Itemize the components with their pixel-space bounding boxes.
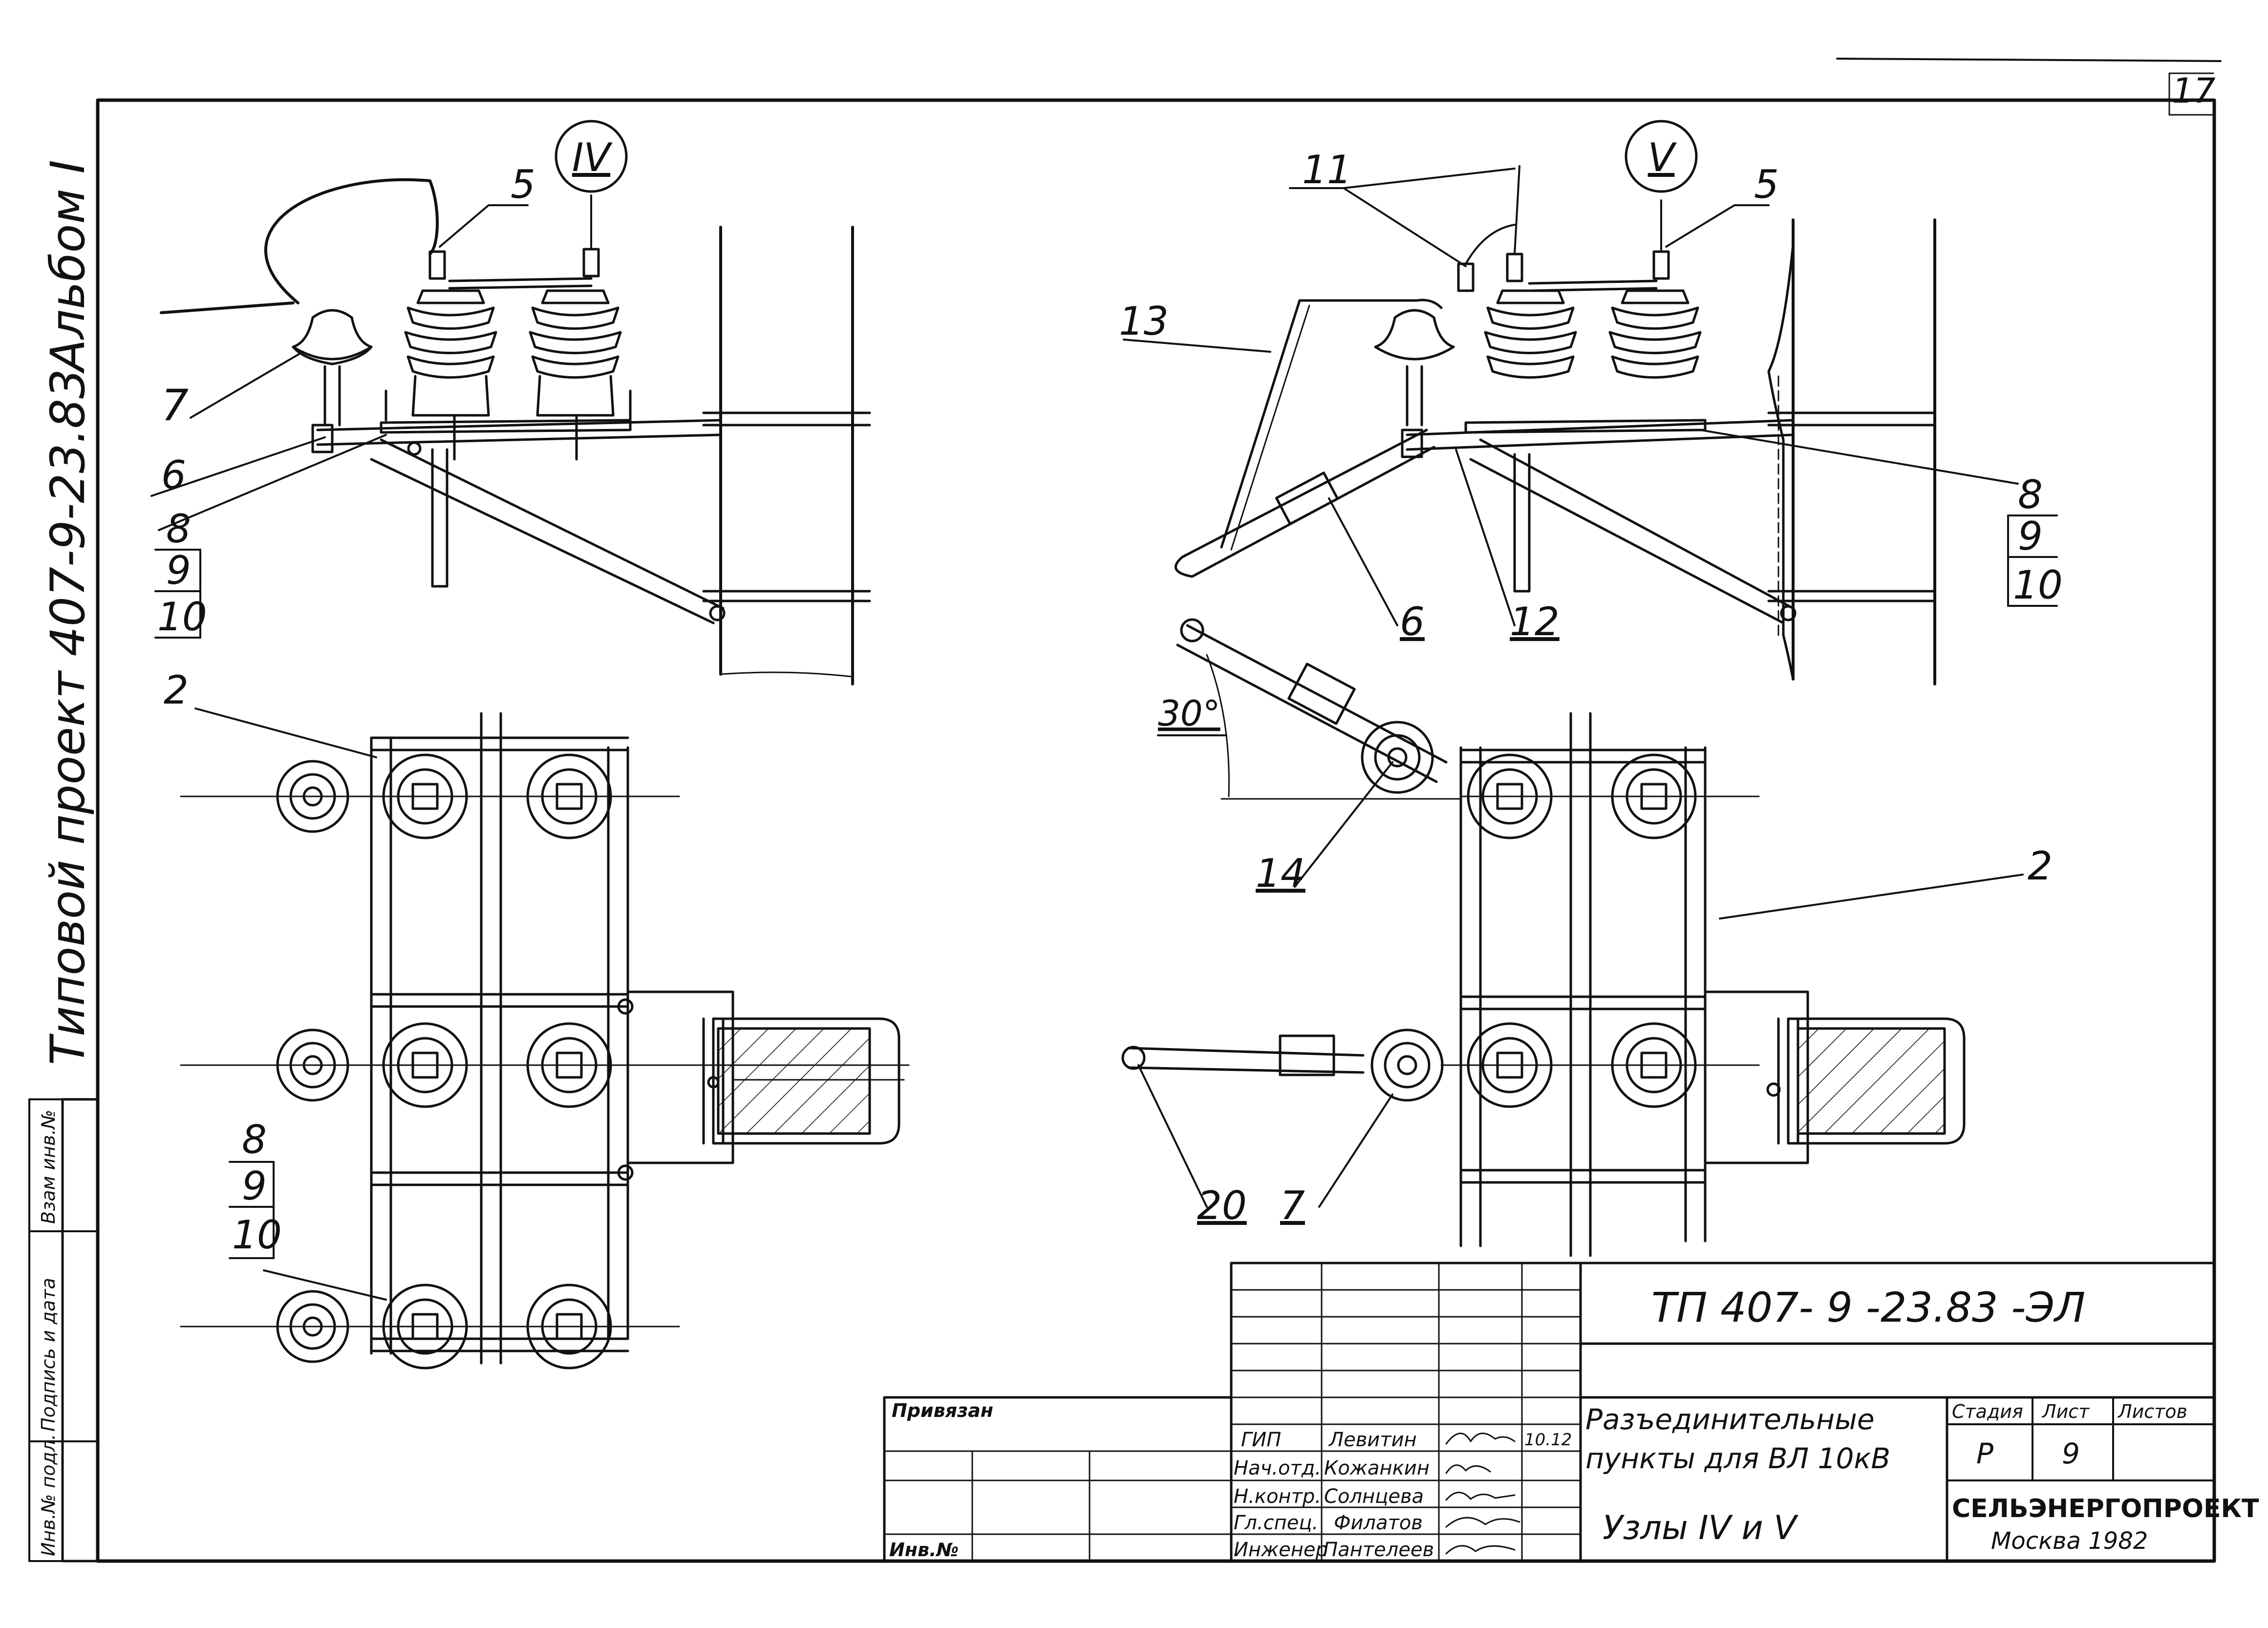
node-v-marker-circle	[1625, 120, 1698, 193]
node-iv-elevation	[160, 178, 871, 685]
iv-plan-label-2: 2	[164, 667, 189, 713]
title-block-grid	[883, 1262, 2216, 1563]
stage-value: Р	[1976, 1437, 1993, 1470]
doc-code: ТП 407- 9 -23.83 -ЭЛ	[1651, 1284, 2085, 1331]
stage-header: Стадия	[1952, 1401, 2023, 1422]
name-panteleev: Пантелеев	[1323, 1539, 1434, 1561]
left-margin-text: Типовой проект 407-9-23.83 Альбом I	[41, 160, 95, 1065]
iv-label-boxes	[154, 549, 201, 639]
iv-plan-label-9: 9	[242, 1163, 267, 1209]
title-subtitle: Узлы IV и V	[1603, 1509, 1798, 1547]
project-caption: Типовой проект 407-9-23.83	[41, 369, 95, 1065]
v-label-20: 20	[1197, 1183, 1247, 1228]
v-label-5: 5	[1754, 162, 1779, 207]
v-label-14: 14	[1256, 851, 1305, 896]
iv-label-6: 6	[161, 452, 186, 498]
sheets-header: Листов	[2117, 1401, 2187, 1422]
v-label-11: 11	[1302, 147, 1352, 193]
v-label-13: 13	[1119, 299, 1169, 344]
node-iv-marker-circle	[555, 120, 628, 193]
drawing-frame	[96, 58, 2222, 1563]
name-solnceva: Солнцева	[1324, 1485, 1424, 1508]
sign-date: 10.12	[1524, 1430, 1572, 1450]
stamp-inv-podl: Инв.№ подл.	[38, 1434, 59, 1556]
iv-label-8: 8	[166, 506, 191, 552]
album-caption: Альбом I	[41, 160, 95, 374]
iv-plan-label-8: 8	[242, 1117, 267, 1162]
v-label-boxes	[2007, 514, 2058, 607]
v-label-10: 10	[2013, 562, 2063, 608]
node-iv-marker: IV	[572, 135, 613, 180]
name-filatov: Филатов	[1334, 1512, 1423, 1534]
name-kozhankin: Кожанкин	[1324, 1457, 1430, 1479]
margin-stamp	[28, 1098, 99, 1563]
node-v-elevation	[1174, 165, 1936, 685]
node-v-plan	[1121, 618, 1966, 1257]
v-label-8: 8	[2018, 472, 2043, 517]
v-label-12: 12	[1510, 599, 1560, 644]
v-label-9: 9	[2018, 514, 2043, 559]
stamp-podpis: Подпись и дата	[38, 1278, 59, 1432]
iv-label-10: 10	[157, 594, 207, 640]
iv-label-7: 7	[161, 380, 189, 430]
node-v-marker: V	[1648, 135, 1677, 180]
node-v-plan-leaders	[1137, 734, 2024, 1208]
stamp-vzam: Взам инв.№	[38, 1110, 59, 1224]
name-levitin: Левитин	[1328, 1429, 1417, 1451]
node-iv-plan-leaders	[194, 707, 387, 1301]
node-v-leaders	[1123, 168, 2019, 626]
role-n-kontr: Н.контр.	[1234, 1485, 1321, 1508]
iv-label-5: 5	[511, 162, 535, 207]
sheet-number: 17	[2172, 71, 2215, 111]
node-iv-plan	[180, 712, 910, 1370]
sheet-value: 9	[2062, 1437, 2080, 1470]
role-gl-spec: Гл.спец.	[1234, 1512, 1318, 1534]
org-city: Москва 1982	[1991, 1527, 2148, 1555]
role-nach-otd: Нач.отд.	[1234, 1457, 1321, 1479]
v-angle-30: 30°	[1158, 693, 1220, 734]
title-line1: Разъединительные	[1585, 1403, 1875, 1436]
privyazan-label: Привязан	[892, 1400, 993, 1421]
inv-label: Инв.№	[889, 1539, 959, 1561]
title-line2: пункты для ВЛ 10кВ	[1585, 1442, 1890, 1475]
v-label-7: 7	[1280, 1183, 1305, 1228]
org-name: СЕЛЬЭНЕРГОПРОЕКТ	[1952, 1494, 2259, 1523]
v-label-6: 6	[1400, 599, 1425, 644]
node-iv-leaders	[150, 204, 529, 531]
iv-label-9: 9	[166, 548, 191, 593]
v-label-2: 2	[2028, 843, 2053, 889]
sheet-header: Лист	[2041, 1401, 2090, 1422]
iv-plan-label-boxes	[229, 1161, 275, 1259]
role-gip: ГИП	[1241, 1429, 1281, 1451]
signatures	[1445, 1433, 1520, 1555]
role-inzhener: Инженер	[1234, 1539, 1328, 1561]
